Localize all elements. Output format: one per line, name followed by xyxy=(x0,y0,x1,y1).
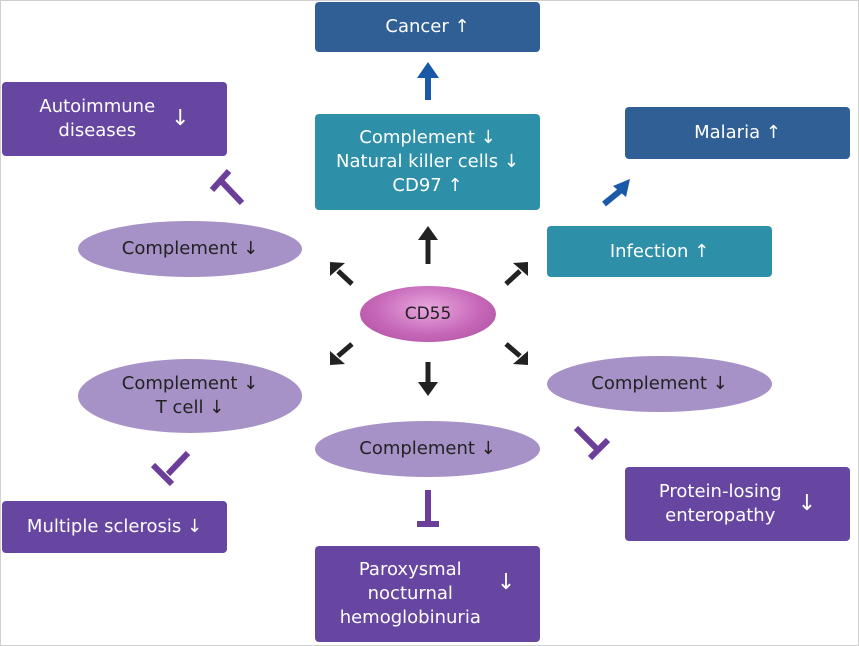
cancer-box: Cancer ↑ xyxy=(315,2,540,52)
inhibit-to-multiple-sclerosis xyxy=(150,450,191,487)
inhibit-to-autoimmune xyxy=(209,168,245,206)
complement-tcell-line-1: Complement ↓ xyxy=(121,373,259,394)
autoimmune-line-1: Autoimmune xyxy=(39,96,156,117)
arrow-up xyxy=(418,226,438,264)
multiple-sclerosis-label: Multiple sclerosis ↓ xyxy=(26,516,203,537)
arrow-to-cancer xyxy=(417,62,439,100)
complement-bottom-ellipse: Complement ↓ xyxy=(315,421,540,477)
complement-bottom-label: Complement ↓ xyxy=(359,438,496,459)
arrow-down xyxy=(418,362,438,396)
cd55-center: CD55 xyxy=(360,286,496,342)
arrow-to-malaria xyxy=(602,179,630,207)
complement-tcell-ellipse: Complement ↓ T cell ↓ xyxy=(78,359,302,433)
autoimmune-down-arrow: ↓ xyxy=(171,106,190,131)
autoimmune-line-2: diseases xyxy=(58,120,137,141)
pnh-line-3: hemoglobinuria xyxy=(339,607,481,628)
ple-line-1: Protein-losing xyxy=(658,481,782,502)
ple-box: Protein-losing enteropathy ↓ xyxy=(625,467,850,541)
ple-line-2: enteropathy xyxy=(665,505,776,526)
arrow-down-right xyxy=(504,342,528,365)
cd55-label: CD55 xyxy=(404,304,452,324)
complement-left-top-label: Complement ↓ xyxy=(121,238,259,259)
inhibit-to-pnh xyxy=(417,490,439,527)
complement-nk-line-3: CD97 ↑ xyxy=(392,175,463,196)
complement-left-top-ellipse: Complement ↓ xyxy=(78,221,302,277)
complement-right-label: Complement ↓ xyxy=(591,373,728,394)
arrow-up-left xyxy=(330,262,354,286)
malaria-box: Malaria ↑ xyxy=(625,107,850,159)
pnh-box: Paroxysmal nocturnal hemoglobinuria ↓ xyxy=(315,546,540,642)
complement-tcell-line-2: T cell ↓ xyxy=(155,397,225,418)
inhibit-to-ple xyxy=(573,425,611,461)
arrow-down-left xyxy=(330,342,354,365)
infection-label: Infection ↑ xyxy=(609,240,710,262)
cancer-label: Cancer ↑ xyxy=(385,16,470,37)
malaria-label: Malaria ↑ xyxy=(694,122,781,143)
complement-right-ellipse: Complement ↓ xyxy=(547,356,772,412)
ple-down-arrow: ↓ xyxy=(797,491,817,516)
complement-nk-line-1: Complement ↓ xyxy=(359,127,496,148)
arrow-up-right xyxy=(504,262,528,286)
autoimmune-box: Autoimmune diseases ↓ xyxy=(2,82,227,156)
pnh-down-arrow: ↓ xyxy=(496,570,516,595)
pnh-line-1: Paroxysmal xyxy=(358,559,462,580)
pnh-line-2: nocturnal xyxy=(367,583,453,604)
complement-nk-box: Complement ↓ Natural killer cells ↓ CD97… xyxy=(315,114,540,210)
infection-box: Infection ↑ xyxy=(547,226,772,277)
complement-nk-line-2: Natural killer cells ↓ xyxy=(336,151,519,172)
multiple-sclerosis-box: Multiple sclerosis ↓ xyxy=(2,501,227,553)
